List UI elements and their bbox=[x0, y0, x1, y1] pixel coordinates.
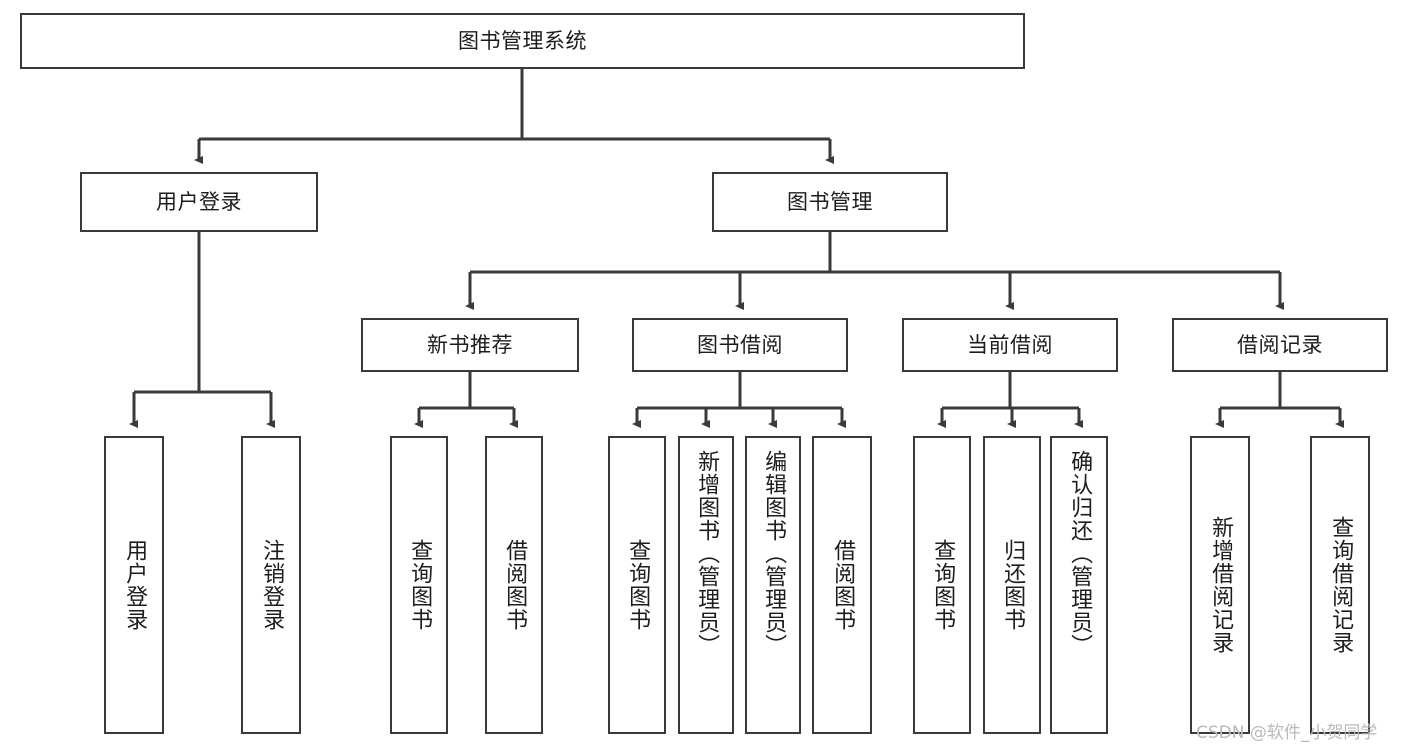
leaf-query-book-recommend[interactable]: 查询图书 bbox=[390, 436, 448, 734]
node-root-label: 图书管理系统 bbox=[458, 28, 587, 53]
leaf-add-borrow-record[interactable]: 新增借阅记录 bbox=[1190, 436, 1250, 734]
leaf-user-logout[interactable]: 注销登录 bbox=[241, 436, 301, 734]
leaf-query-book-current-label: 查询图书 bbox=[930, 539, 956, 631]
node-new-book-recommend[interactable]: 新书推荐 bbox=[361, 318, 579, 372]
watermark-text: CSDN @软件_小贺同学 bbox=[1196, 723, 1378, 743]
node-user-login-group-label: 用户登录 bbox=[156, 189, 242, 214]
leaf-edit-book-admin-label: 编辑图书（管理员） bbox=[761, 450, 787, 657]
leaf-user-login-label: 用户登录 bbox=[122, 539, 148, 631]
node-new-book-recommend-label: 新书推荐 bbox=[427, 332, 513, 357]
leaf-add-book-admin[interactable]: 新增图书（管理员） bbox=[678, 436, 734, 734]
leaf-borrow-book-recommend[interactable]: 借阅图书 bbox=[485, 436, 543, 734]
leaf-borrow-book-label: 借阅图书 bbox=[830, 539, 856, 631]
leaf-query-book-recommend-label: 查询图书 bbox=[407, 539, 433, 631]
node-user-login-group[interactable]: 用户登录 bbox=[80, 172, 318, 232]
leaf-user-logout-label: 注销登录 bbox=[259, 539, 285, 631]
node-borrow-record[interactable]: 借阅记录 bbox=[1172, 318, 1388, 372]
node-book-borrow-label: 图书借阅 bbox=[697, 332, 783, 357]
node-current-borrow-label: 当前借阅 bbox=[967, 332, 1053, 357]
leaf-confirm-return-admin-label: 确认归还（管理员） bbox=[1067, 450, 1093, 657]
node-book-management-group[interactable]: 图书管理 bbox=[712, 172, 948, 232]
leaf-borrow-book[interactable]: 借阅图书 bbox=[812, 436, 872, 734]
node-book-management-group-label: 图书管理 bbox=[787, 189, 873, 214]
leaf-query-borrow-record[interactable]: 查询借阅记录 bbox=[1310, 436, 1370, 734]
leaf-query-borrow-record-label: 查询借阅记录 bbox=[1328, 516, 1354, 654]
leaf-add-borrow-record-label: 新增借阅记录 bbox=[1208, 516, 1234, 654]
leaf-query-book-borrow-label: 查询图书 bbox=[625, 539, 651, 631]
leaf-borrow-book-recommend-label: 借阅图书 bbox=[502, 539, 528, 631]
node-current-borrow[interactable]: 当前借阅 bbox=[902, 318, 1118, 372]
leaf-return-book[interactable]: 归还图书 bbox=[983, 436, 1041, 734]
leaf-query-book-current[interactable]: 查询图书 bbox=[913, 436, 971, 734]
node-root[interactable]: 图书管理系统 bbox=[20, 13, 1025, 69]
leaf-edit-book-admin[interactable]: 编辑图书（管理员） bbox=[745, 436, 801, 734]
leaf-add-book-admin-label: 新增图书（管理员） bbox=[694, 450, 720, 657]
leaf-return-book-label: 归还图书 bbox=[1000, 539, 1026, 631]
leaf-confirm-return-admin[interactable]: 确认归还（管理员） bbox=[1050, 436, 1108, 734]
leaf-user-login[interactable]: 用户登录 bbox=[104, 436, 164, 734]
leaf-query-book-borrow[interactable]: 查询图书 bbox=[608, 436, 666, 734]
node-book-borrow[interactable]: 图书借阅 bbox=[632, 318, 848, 372]
node-borrow-record-label: 借阅记录 bbox=[1237, 332, 1323, 357]
